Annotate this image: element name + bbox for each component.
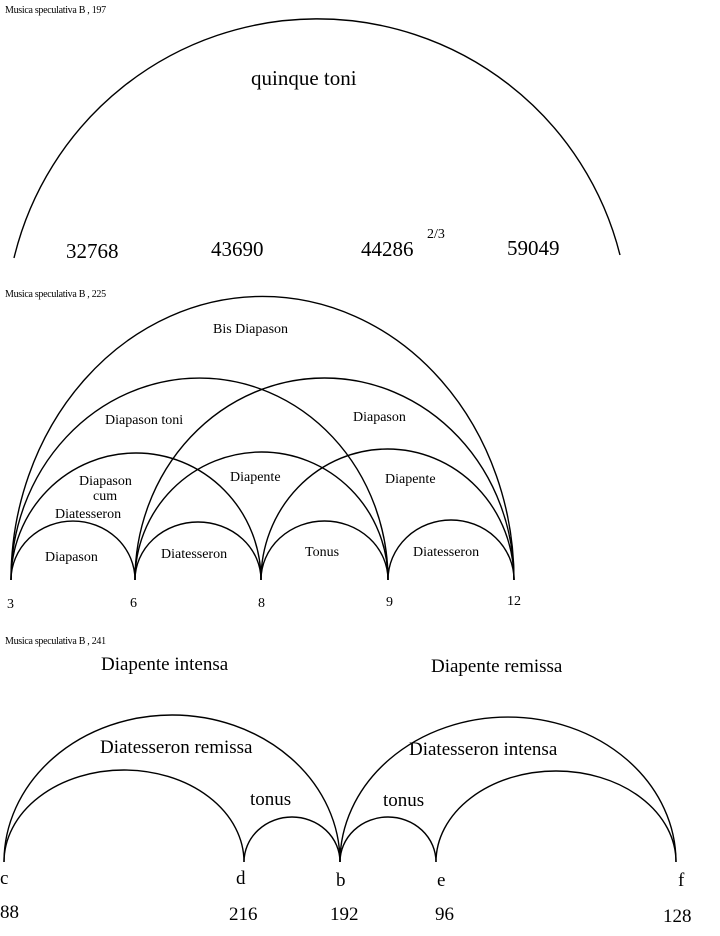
caption-241: Musica speculativa B , 241: [5, 636, 106, 647]
note-b: b: [336, 870, 346, 891]
label-diapason-low: Diapason: [45, 550, 98, 565]
arc-b-e: [339, 816, 437, 863]
point-12: 12: [507, 594, 521, 609]
label-diapason-upper: Diapason: [353, 410, 406, 425]
value-3: 44286: [361, 237, 414, 261]
number-128: 128: [663, 906, 692, 927]
number-192: 192: [330, 904, 359, 925]
note-e: e: [437, 870, 445, 891]
number-216: 216: [229, 904, 258, 925]
label-diapente-remissa: Diapente remissa: [431, 656, 563, 677]
label-diatesseron-remissa: Diatesseron remissa: [100, 737, 253, 758]
arc-e-f: [435, 770, 677, 863]
arc-b-f: [339, 716, 677, 863]
label-tonus: Tonus: [305, 545, 339, 560]
label-diapason-toni: Diapason toni: [105, 413, 183, 428]
label-diapason-cum-2: cum: [93, 489, 117, 504]
arc-label: quinque toni: [251, 66, 357, 90]
arc-8-12: [260, 448, 515, 581]
diagram-diapente: Musica speculativa B , 241 Diapente inte…: [0, 636, 692, 927]
arc-8-9: [260, 520, 389, 581]
diagram-bis-diapason: Musica speculativa B , 225 Bis Diapason …: [5, 289, 521, 612]
arc-3-6: [10, 520, 136, 581]
number-88: 88: [0, 902, 19, 923]
label-tonus-2: tonus: [383, 790, 424, 811]
arc-3-12: [10, 295, 515, 581]
label-bis-diapason: Bis Diapason: [213, 322, 288, 337]
label-diatesseron-2: Diatesseron: [413, 545, 479, 560]
arc-9-12: [387, 519, 515, 581]
note-f: f: [678, 870, 685, 891]
label-diapente-2: Diapente: [385, 472, 436, 487]
arc-6-9: [134, 451, 389, 581]
arc-3-9: [10, 377, 389, 581]
label-diapason-cum-3: Diatesseron: [55, 507, 121, 522]
label-diatesseron-1: Diatesseron: [161, 547, 227, 562]
label-diatesseron-intensa: Diatesseron intensa: [409, 739, 558, 760]
arc-d-b: [243, 816, 341, 863]
arc-quinque-toni: [13, 18, 621, 259]
arc-6-12: [134, 377, 515, 581]
point-6: 6: [130, 596, 137, 611]
arc-3-8: [10, 452, 262, 581]
point-8: 8: [258, 596, 265, 611]
caption-225: Musica speculativa B , 225: [5, 289, 106, 300]
arc-c-b: [3, 714, 341, 863]
label-diapente-intensa: Diapente intensa: [101, 654, 229, 675]
caption-197: Musica speculativa B , 197: [5, 5, 106, 16]
value-3-fraction: 2/3: [427, 227, 445, 242]
point-3: 3: [7, 597, 14, 612]
note-c: c: [0, 868, 8, 889]
label-tonus-1: tonus: [250, 789, 291, 810]
value-2: 43690: [211, 237, 264, 261]
arc-c-d: [3, 769, 245, 863]
arc-6-8: [134, 521, 262, 581]
number-96: 96: [435, 904, 454, 925]
note-d: d: [236, 868, 246, 889]
label-diapente-1: Diapente: [230, 470, 281, 485]
label-diapason-cum-1: Diapason: [79, 474, 132, 489]
value-4: 59049: [507, 236, 560, 260]
value-1: 32768: [66, 239, 119, 263]
point-9: 9: [386, 595, 393, 610]
diagram-quinque-toni: Musica speculativa B , 197 quinque toni …: [5, 5, 621, 263]
